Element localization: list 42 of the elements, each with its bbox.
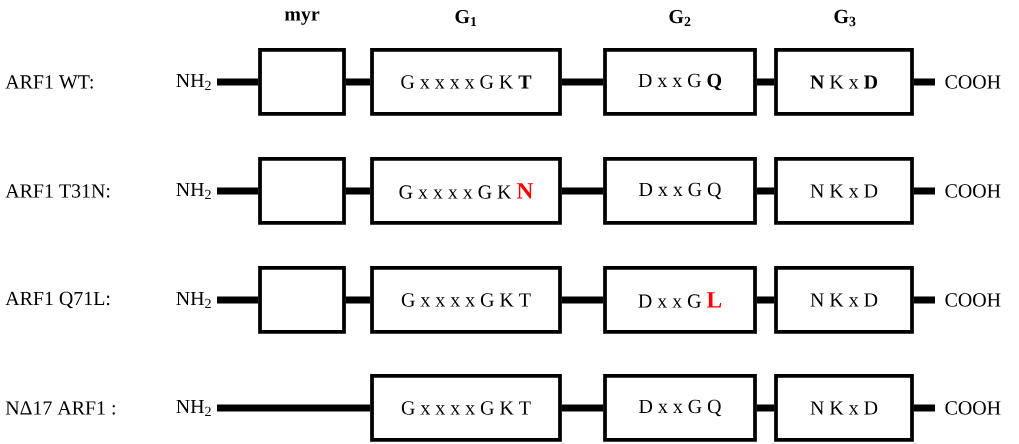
domain-box: G x x x x G K T: [370, 374, 562, 442]
terminus-label: COOH: [945, 184, 1001, 198]
domain-box: N K x D: [774, 266, 914, 334]
linker-line: [561, 296, 604, 304]
terminus-label: COOH: [945, 75, 1001, 89]
linker-line: [756, 187, 775, 195]
domain-heading: G$_{2}$: [669, 9, 691, 27]
linker-line: [756, 78, 775, 86]
construct-label: ARF1 WT:: [5, 75, 93, 89]
domain-heading: myr: [284, 11, 320, 25]
construct-label: ARF1 Q71L:: [5, 291, 110, 309]
linker-line: [345, 187, 371, 195]
domain-box: D x x G L: [603, 266, 757, 334]
linker-line: [561, 404, 604, 412]
domain-box: D x x G Q: [603, 48, 757, 116]
linker-line: [345, 78, 371, 86]
domain-box: D x x G Q: [603, 157, 757, 225]
domain-box: G x x x x G K N: [370, 157, 562, 225]
linker-line: [561, 187, 604, 195]
linker-line: [561, 78, 604, 86]
domain-box: G x x x x G K T: [370, 266, 562, 334]
domain-box: D x x G Q: [603, 374, 757, 442]
construct-label: NΔ17 ARF1 :: [5, 401, 115, 415]
linker-line: [756, 404, 775, 412]
myristoylation-box: [258, 48, 346, 116]
domain-box: N K x D: [774, 157, 914, 225]
construct-label: ARF1 T31N:: [5, 184, 110, 198]
terminus-label: NH$_{2}$: [176, 73, 211, 91]
terminus-label: COOH: [945, 293, 1001, 307]
myristoylation-box: [258, 157, 346, 225]
domain-heading: G$_{3}$: [834, 9, 856, 27]
terminus-label: NH$_{2}$: [176, 399, 211, 417]
myristoylation-box: [258, 266, 346, 334]
linker-line: [345, 296, 371, 304]
terminus-label: NH$_{2}$: [176, 182, 211, 200]
terminus-label: NH$_{2}$: [176, 291, 211, 309]
domain-heading: G$_{1}$: [455, 9, 477, 27]
linker-line: [756, 296, 775, 304]
domain-box: N K x D: [774, 48, 914, 116]
terminus-label: COOH: [945, 401, 1001, 415]
domain-box: G x x x x G K T: [370, 48, 562, 116]
domain-box: N K x D: [774, 374, 914, 442]
